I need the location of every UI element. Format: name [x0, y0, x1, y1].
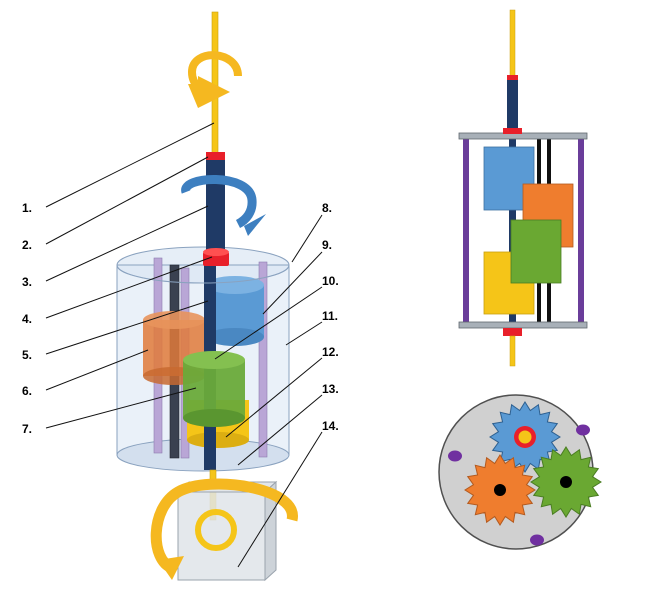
schematic-bottom-plate [458, 321, 588, 329]
label-13: 13. [322, 382, 339, 396]
gear-top-view [438, 394, 602, 550]
label-8: 8. [322, 201, 332, 215]
sleeve-cap-ring [206, 152, 225, 160]
label-12: 12. [322, 345, 339, 359]
schematic-frame-left [463, 138, 469, 324]
sleeve-rotation-arrow [181, 175, 257, 229]
top-input-shaft [211, 11, 219, 158]
schematic-red-bearing-bottom [503, 328, 522, 336]
outer-sleeve [206, 158, 225, 253]
schematic-sleeve [507, 80, 518, 135]
purple-hole-right [576, 424, 590, 436]
label-1: 1. [22, 201, 32, 215]
schematic-green-block [510, 219, 562, 284]
schematic-red-cap [507, 75, 518, 80]
red-bearing [203, 252, 229, 266]
gearbox-block [176, 480, 278, 582]
label-5: 5. [22, 348, 32, 362]
gear-ring [195, 509, 237, 551]
part-labels: 1. 2. 3. 4. 5. 6. 7. 8. 9. 10. 11. 12. 1… [22, 201, 339, 436]
schematic-frame-right [578, 138, 584, 324]
schematic-top-shaft [509, 9, 516, 81]
schematic-red-bearing-top [503, 128, 522, 134]
label-2: 2. [22, 238, 32, 252]
bottom-rotation-arrow [150, 478, 298, 574]
blue-gear-hub [518, 430, 532, 444]
side-schematic [458, 9, 588, 367]
guide-rod-right [258, 261, 268, 458]
label-6: 6. [22, 384, 32, 398]
green-gear-hub [560, 476, 572, 488]
assembly-3d-view [116, 11, 298, 582]
label-9: 9. [322, 238, 332, 252]
orange-gear-hub [494, 484, 506, 496]
label-4: 4. [22, 312, 32, 326]
leader-lines [45, 122, 323, 568]
label-14: 14. [322, 419, 339, 433]
label-3: 3. [22, 275, 32, 289]
schematic-top-plate [458, 132, 588, 140]
housing-top-front [116, 264, 290, 284]
label-7: 7. [22, 422, 32, 436]
schematic-output-shaft [509, 335, 516, 367]
purple-hole-left [448, 450, 462, 462]
label-10: 10. [322, 274, 339, 288]
purple-hole-bottom [530, 534, 544, 546]
label-11: 11. [322, 309, 338, 323]
